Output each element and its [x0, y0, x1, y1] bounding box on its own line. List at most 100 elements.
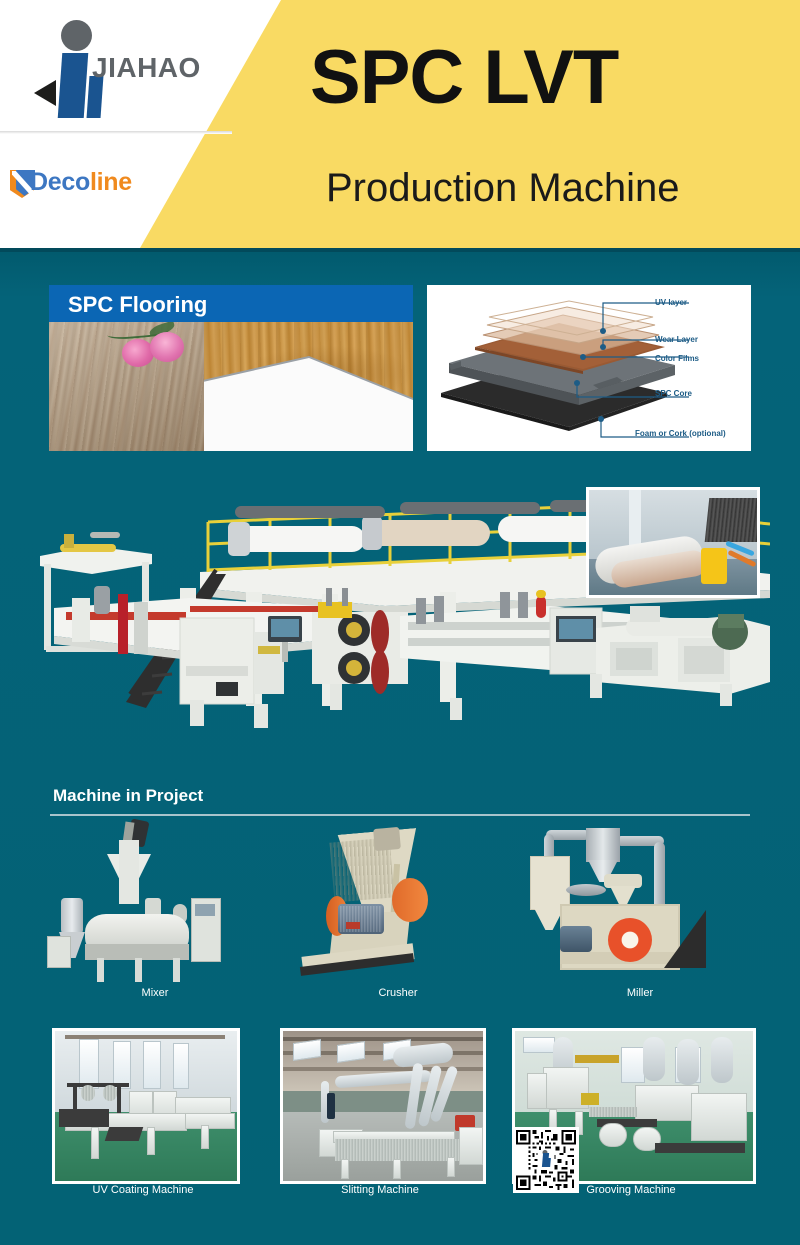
layer-label-color-films: Color Films: [655, 354, 700, 363]
jiahao-logo-block: JIAHAO: [0, 0, 250, 131]
flooring-photo-with-flowers: [49, 322, 204, 451]
photo-leg: [393, 1159, 401, 1179]
crusher-motor: [338, 904, 384, 934]
photo-window: [173, 1043, 189, 1089]
photo-duct-drop: [643, 1037, 665, 1081]
miller-motor: [560, 926, 592, 952]
photo-duct-drop: [677, 1039, 699, 1085]
photo-leg: [147, 1127, 155, 1155]
miller-silo: [586, 828, 620, 862]
brand-name: JIAHAO: [92, 52, 201, 83]
logo-triangle-icon: [34, 80, 56, 106]
photo-machine-unit: [635, 1085, 699, 1121]
uv-coating-machine-photo: [52, 1028, 240, 1184]
mixer-leg: [173, 958, 180, 982]
miller-funnel: [604, 874, 642, 888]
photo-worker: [327, 1093, 335, 1119]
machine-row-1: Mixer Crusher: [30, 818, 770, 1022]
photo-duct-drop: [321, 1081, 329, 1123]
photo-conveyor-skirt: [104, 1127, 144, 1141]
mixer-illustration: [45, 818, 265, 987]
crusher-motor-label: [346, 922, 360, 929]
photo-cabinet: [527, 1073, 547, 1109]
mixer-silver-tank: [61, 898, 83, 934]
layer-label-foam-cork: Foam or Cork (optional): [635, 429, 726, 438]
photo-roof-beam: [283, 1037, 483, 1041]
layer-diagram-illustration: [441, 300, 689, 438]
slitting-machine-photo: [280, 1028, 486, 1184]
photo-yellow-part: [581, 1093, 599, 1105]
qr-logo-head: [542, 1150, 548, 1155]
crusher-illustration: [288, 822, 508, 987]
photo-roller: [103, 1085, 117, 1101]
page-subtitle: Production Machine: [326, 166, 680, 210]
machine-card-miller: Miller: [530, 822, 750, 999]
photo-window: [143, 1041, 161, 1089]
machine-card-crusher: Crusher: [288, 822, 508, 999]
photo-rail: [67, 1083, 129, 1087]
machine-card-mixer: Mixer: [45, 818, 265, 999]
miller-separator-disk: [566, 884, 606, 896]
qr-logo-body-small: [547, 1158, 551, 1167]
crusher-flywheel: [392, 878, 428, 922]
machine-caption-grooving: Grooving Machine: [586, 1184, 676, 1196]
qr-code-svg: [516, 1130, 576, 1190]
miller-duct-vertical-left: [544, 834, 554, 864]
miller-duct-top-right: [616, 836, 664, 846]
photo-roof-beam: [283, 1067, 483, 1071]
photo-belt: [597, 1119, 657, 1127]
decoline-line-text: line: [89, 168, 132, 196]
spc-flooring-heading: SPC Flooring: [68, 292, 208, 317]
pink-flower-1: [122, 339, 154, 367]
machine-row-2: UV Coating Machine: [30, 1028, 770, 1218]
machine-caption-slitting: Slitting Machine: [341, 1184, 419, 1196]
header-divider: [0, 131, 232, 134]
photo-dark-belt: [59, 1109, 109, 1127]
production-line-inset-photo: [586, 487, 760, 598]
photo-roof-beam: [65, 1035, 225, 1039]
photo-leg: [575, 1111, 583, 1135]
mixer-column: [119, 840, 139, 904]
body-top-edge: [0, 248, 800, 252]
miller-illustration: [530, 822, 750, 987]
machine-card-slitting: Slitting Machine: [280, 1028, 486, 1196]
page-title: SPC LVT: [310, 35, 619, 120]
photo-window: [79, 1039, 99, 1089]
photo-window: [621, 1047, 645, 1083]
jiahao-logo-icon: [22, 18, 117, 118]
poster-header: JIAHAO Decoline SPC LVT Production Machi…: [0, 0, 800, 248]
mixer-leg: [97, 958, 104, 982]
decoline-mark-icon: [10, 170, 38, 200]
photo-disc: [599, 1123, 627, 1147]
photo-machine-unit: [691, 1093, 747, 1141]
photo-leg: [447, 1157, 455, 1177]
spc-flooring-images: [49, 322, 413, 451]
qr-code[interactable]: [513, 1127, 579, 1193]
mixer-aux-cabinet: [47, 936, 71, 968]
photo-roller: [81, 1085, 95, 1101]
mixer-leg: [135, 958, 142, 982]
inset-column: [629, 490, 641, 554]
mixer-control-panel: [195, 904, 215, 916]
decoline-deco-text: Deco: [30, 168, 90, 196]
miller-duct-top-left: [546, 830, 590, 840]
photo-machine-unit: [543, 1067, 589, 1109]
machine-card-uv-coating: UV Coating Machine: [52, 1028, 240, 1196]
photo-window: [523, 1037, 555, 1053]
inset-yellow-unit: [701, 548, 727, 584]
machine-caption-mixer: Mixer: [141, 987, 169, 999]
photo-window: [113, 1041, 131, 1089]
section-divider: [50, 814, 750, 816]
mixer-drum-base: [85, 944, 189, 960]
photo-frame-post: [117, 1083, 121, 1119]
logo-body-bar: [57, 53, 89, 118]
miller-red-wheel: [608, 918, 652, 962]
photo-frame-post: [73, 1083, 77, 1119]
layer-label-spc-core: SPC Core: [655, 389, 692, 398]
flooring-plank-photo: [204, 322, 413, 451]
spc-flooring-panel: SPC Flooring: [49, 285, 413, 451]
layer-label-wear: Wear Layer: [655, 335, 698, 344]
miller-cyclone: [530, 856, 570, 910]
inset-dark-roller: [704, 498, 757, 542]
